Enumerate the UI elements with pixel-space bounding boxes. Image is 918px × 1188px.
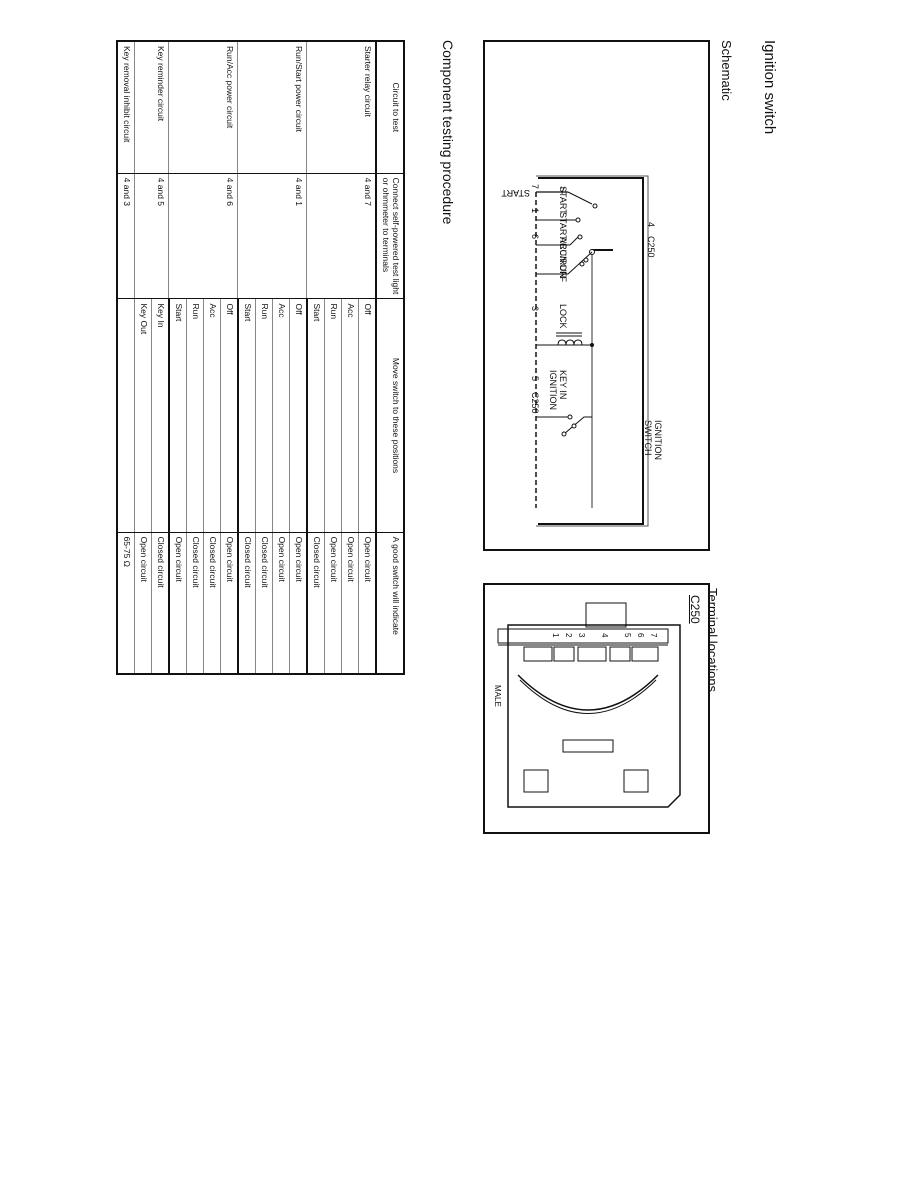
pin-7: 7 — [530, 184, 540, 190]
position-cell: Start — [307, 298, 325, 533]
c250-connector-drawing — [497, 602, 681, 808]
page-title: Ignition switch — [761, 40, 778, 135]
position-cell: Start — [238, 298, 256, 533]
result-cell: Open circuit — [272, 532, 290, 674]
circuit-cell: Starter relay circuit — [307, 41, 376, 174]
table-header-row: Circuit to test Connect self-powered tes… — [376, 41, 404, 674]
position-cell: Key In — [151, 298, 169, 533]
terminals-cell: 4 and 3 — [117, 173, 135, 299]
table-row: Starter relay circuit 4 and 7 Off Open c… — [307, 41, 376, 674]
male-label: MALE — [493, 685, 502, 707]
table-row: Run/Acc power circuit 4 and 6 Off Open c… — [169, 41, 238, 674]
position-cell: Off — [358, 298, 376, 533]
procedure-heading: Component testing procedure — [440, 40, 456, 225]
position-cell: Acc — [272, 298, 290, 533]
connector-c250-top: C250 — [646, 236, 656, 258]
position-cell: Key Out — [134, 298, 152, 533]
position-cell — [117, 298, 135, 533]
position-cell: Start — [169, 298, 187, 533]
ignition-switch-label: IGNITION SWITCH — [643, 420, 663, 460]
result-cell: Closed circuit — [307, 532, 325, 674]
result-cell: Open circuit — [358, 532, 376, 674]
result-cell: Open circuit — [289, 532, 307, 674]
pin-6: 6 — [530, 234, 540, 240]
position-cell: Off — [220, 298, 238, 533]
table-row: Run/Start power circuit 4 and 1 Off Open… — [238, 41, 307, 674]
result-cell: Open circuit — [169, 532, 187, 674]
result-cell: Closed circuit — [186, 532, 204, 674]
circuit-cell: Key reminder circuit — [134, 41, 169, 174]
header-circuit: Circuit to test — [376, 41, 404, 174]
schematic-panel: START 7 — [483, 40, 710, 551]
position-cell: Run — [186, 298, 204, 533]
result-cell: Closed circuit — [203, 532, 221, 674]
pin-4: 4 — [646, 222, 656, 228]
result-cell: Open circuit — [220, 532, 238, 674]
component-testing-table: Circuit to test Connect self-powered tes… — [116, 40, 405, 675]
position-cell: Off — [289, 298, 307, 533]
result-cell: Closed circuit — [151, 532, 169, 674]
header-result: A good switch will indicate — [376, 532, 404, 674]
ignition-switch-schematic: START — [501, 175, 649, 527]
result-cell: Open circuit — [324, 532, 342, 674]
terminals-cell: 4 and 5 — [134, 173, 169, 299]
result-cell: Closed circuit — [255, 532, 273, 674]
position-label-key-in-ignition: KEY IN IGNITION — [548, 370, 568, 410]
label-start: START — [501, 188, 530, 198]
header-positions: Move switch to these positions — [376, 298, 404, 533]
position-label-off: OFF — [558, 264, 568, 282]
position-label-lock: LOCK — [558, 304, 568, 329]
circuit-cell: Run/Acc power circuit — [169, 41, 238, 174]
terminal-panel: C250 7 6 5 4 3 2 — [483, 583, 710, 834]
table-row: Key reminder circuit 4 and 5 Key In Clos… — [134, 41, 169, 674]
result-cell: Open circuit — [341, 532, 359, 674]
position-label-start: START — [558, 186, 568, 215]
terminals-cell: 4 and 1 — [238, 173, 307, 299]
table-row: Key removal inhibit circuit 4 and 3 65-7… — [117, 41, 135, 674]
header-terminals: Connect self-powered test light or ohmme… — [376, 173, 404, 299]
result-cell: Open circuit — [134, 532, 152, 674]
position-cell: Run — [255, 298, 273, 533]
terminal-pin-numbers: 7 6 5 4 3 2 1 — [551, 633, 658, 638]
pin-5: 5 — [530, 376, 540, 382]
circuit-cell: Key removal inhibit circuit — [117, 41, 135, 174]
terminals-cell: 4 and 7 — [307, 173, 376, 299]
connector-c250-bottom: C250 — [530, 392, 540, 414]
position-cell: Acc — [203, 298, 221, 533]
result-cell: 65-75 Ω — [117, 532, 135, 674]
circuit-cell: Run/Start power circuit — [238, 41, 307, 174]
terminals-cell: 4 and 6 — [169, 173, 238, 299]
position-cell: Run — [324, 298, 342, 533]
pin-1: 1 — [530, 208, 540, 214]
schematic-heading: Schematic — [719, 40, 734, 101]
result-cell: Closed circuit — [238, 532, 256, 674]
pin-3: 3 — [530, 306, 540, 312]
position-cell: Acc — [341, 298, 359, 533]
